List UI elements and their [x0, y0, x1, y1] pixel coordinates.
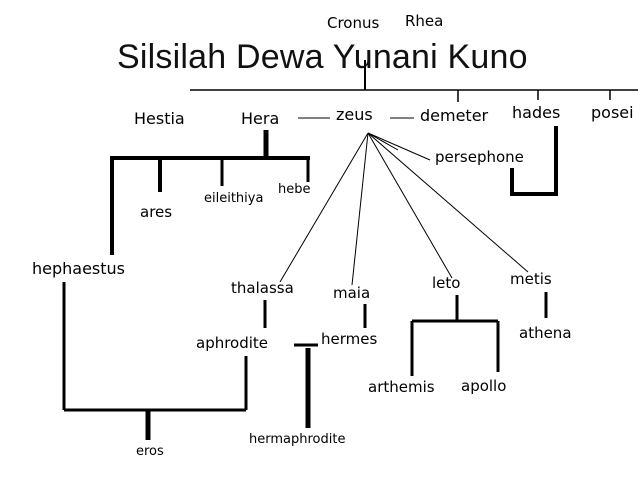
node-hermaphrodite: hermaphrodite — [249, 432, 346, 447]
ray-zeus-leto — [367, 132, 453, 279]
diagram-title: Silsilah Dewa Yunani Kuno — [117, 38, 528, 76]
node-thalassa: thalassa — [231, 279, 294, 297]
node-demeter: demeter — [420, 106, 489, 125]
ray-zeus-persephone — [367, 132, 431, 161]
node-hades: hades — [512, 103, 561, 122]
node-hephaestus: hephaestus — [32, 259, 126, 278]
node-athena: athena — [519, 324, 572, 342]
node-rhea: Rhea — [405, 12, 444, 30]
node-cronus: Cronus — [327, 14, 380, 32]
ray-zeus-maia — [351, 132, 369, 286]
node-aphrodite: aphrodite — [196, 334, 269, 352]
ray-zeus-extra — [367, 132, 399, 151]
node-ares: ares — [140, 203, 173, 221]
node-zeus: zeus — [336, 105, 373, 124]
node-metis: metis — [510, 270, 552, 288]
node-eileithiya: eileithiya — [204, 191, 264, 206]
node-poseidon: posei — [591, 103, 634, 122]
ray-zeus-thalassa — [279, 132, 369, 283]
node-persephone: persephone — [435, 148, 524, 166]
node-eros: eros — [136, 444, 164, 459]
node-hermes: hermes — [321, 330, 378, 348]
node-arthemis: arthemis — [368, 378, 435, 396]
node-hera: Hera — [241, 109, 280, 128]
node-hestia: Hestia — [134, 109, 185, 128]
line-hades-persephone-bracket — [510, 126, 558, 196]
node-maia: maia — [333, 284, 371, 302]
node-apollo: apollo — [461, 377, 507, 395]
ray-zeus-metis — [367, 132, 529, 273]
node-hebe: hebe — [278, 182, 311, 197]
node-leto: leto — [432, 274, 461, 292]
